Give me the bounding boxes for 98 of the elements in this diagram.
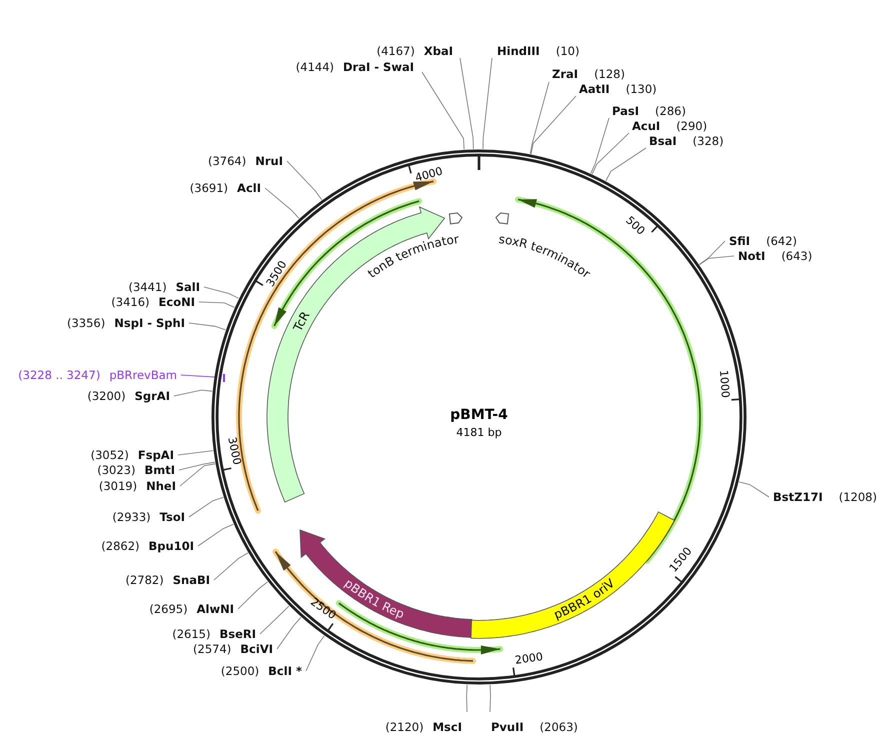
plasmid-name: pBMT-4 [449, 407, 509, 423]
site-position: (128) [594, 66, 625, 82]
enzyme-name: NspI - SphI [114, 315, 185, 331]
enzyme-name: PvuII [491, 719, 524, 735]
leader-line [188, 497, 224, 518]
leader-line [174, 390, 213, 396]
site-position: (2862) [101, 538, 140, 554]
site-position: (2782) [125, 572, 164, 588]
scale-label: 1000 [716, 369, 731, 398]
site-position: (10) [556, 43, 580, 59]
plasmid-size: 4181 bp [455, 426, 503, 439]
primer-name: pBRrevBam [109, 367, 177, 383]
site-position: (3416) [111, 294, 150, 310]
leader-line [466, 684, 468, 712]
enzyme-name: FspAI [138, 447, 174, 463]
leader-line [590, 118, 610, 174]
site-position: (2120) [385, 719, 424, 735]
leader-line [530, 96, 576, 154]
enzyme-name: BsaI [649, 133, 677, 149]
enzyme-name: TsoI [160, 509, 185, 525]
enzyme-name: SalI [176, 279, 200, 295]
enzyme-name: AclI [237, 180, 261, 196]
site-position: (3019) [98, 478, 138, 494]
scale-label: 3000 [226, 436, 243, 466]
leader-line [286, 160, 322, 200]
leader-line [482, 58, 492, 150]
site-position: (3023) [97, 462, 136, 478]
leader-line [214, 552, 248, 580]
scale-label: 4000 [414, 166, 444, 185]
leader-line [198, 302, 235, 308]
leader-line [530, 82, 550, 154]
site-position: (2615) [172, 626, 210, 642]
enzyme-name: AlwNI [196, 601, 234, 617]
enzyme-name: MscI [432, 719, 462, 735]
site-position: (3691) [190, 180, 228, 196]
primer-mark [222, 374, 225, 382]
enzyme-name: HindIII [497, 43, 540, 59]
leader-line [422, 72, 464, 150]
site-position: (2574) [193, 641, 232, 657]
site-position: (3200) [87, 388, 126, 404]
site-position: (642) [766, 233, 798, 249]
leader-line [238, 581, 268, 610]
leader-line [699, 256, 734, 266]
leader-line [264, 188, 300, 219]
leader-line [178, 450, 214, 456]
enzyme-name: NotI [738, 248, 766, 264]
primer-range: (3228 .. 3247) [18, 367, 100, 383]
enzyme-name: EcoNI [158, 294, 195, 310]
enzyme-name: SnaBI [172, 572, 210, 588]
site-position: (3052) [90, 447, 129, 463]
site-position: (3441) [128, 279, 167, 295]
enzyme-name: SfiI [729, 233, 750, 249]
leader-line [738, 482, 770, 498]
leader-line [605, 148, 646, 182]
leader-line [490, 684, 491, 712]
scale-label: 500 [623, 214, 647, 238]
leader-line [188, 322, 226, 330]
leader-line [260, 606, 290, 634]
enzyme-name: ZraI [552, 66, 578, 82]
site-position: (2933) [112, 509, 151, 525]
enzyme-name: BciVI [240, 641, 273, 657]
enzyme-name: BmtI [144, 462, 175, 478]
leader-line [204, 286, 240, 299]
site-position: (290) [676, 118, 708, 134]
site-position: (2500) [220, 663, 260, 679]
scale-label: 2000 [514, 651, 544, 667]
leader-line [460, 58, 474, 150]
site-position: (2063) [540, 719, 578, 735]
leader-line [178, 462, 216, 470]
site-position: (4167) [376, 43, 415, 59]
leader-line [592, 132, 630, 174]
site-position: (328) [692, 133, 724, 149]
enzyme-name: NheI [146, 478, 176, 494]
enzyme-name: AcuI [632, 118, 660, 134]
site-position: (1208) [838, 489, 877, 505]
enzyme-name: BstZ17I [773, 489, 823, 505]
enzyme-name: Bpu10I [148, 538, 194, 554]
leader-line [698, 240, 726, 265]
site-position: (4144) [296, 59, 334, 75]
enzyme-name: BclI * [268, 663, 302, 679]
leader-line [198, 524, 234, 546]
enzyme-name: SgrAI [134, 388, 170, 404]
site-position: (643) [781, 248, 812, 264]
site-position: (286) [655, 103, 686, 119]
site-position: (2695) [149, 601, 188, 617]
enzyme-name: BseRI [219, 626, 256, 642]
site-position: (3764) [208, 153, 246, 169]
feature-label: TcR [290, 309, 312, 334]
enzyme-name: NruI [255, 153, 283, 169]
enzyme-name: PasI [612, 103, 640, 119]
enzyme-name: XbaI [424, 43, 453, 59]
leader-line [306, 635, 325, 672]
enzyme-name: AatII [579, 81, 610, 97]
site-position: (3356) [67, 315, 106, 331]
site-position: (130) [626, 81, 657, 97]
leader-line [276, 616, 302, 650]
leader-line [180, 463, 216, 486]
enzyme-name: DraI - SwaI [343, 59, 414, 75]
